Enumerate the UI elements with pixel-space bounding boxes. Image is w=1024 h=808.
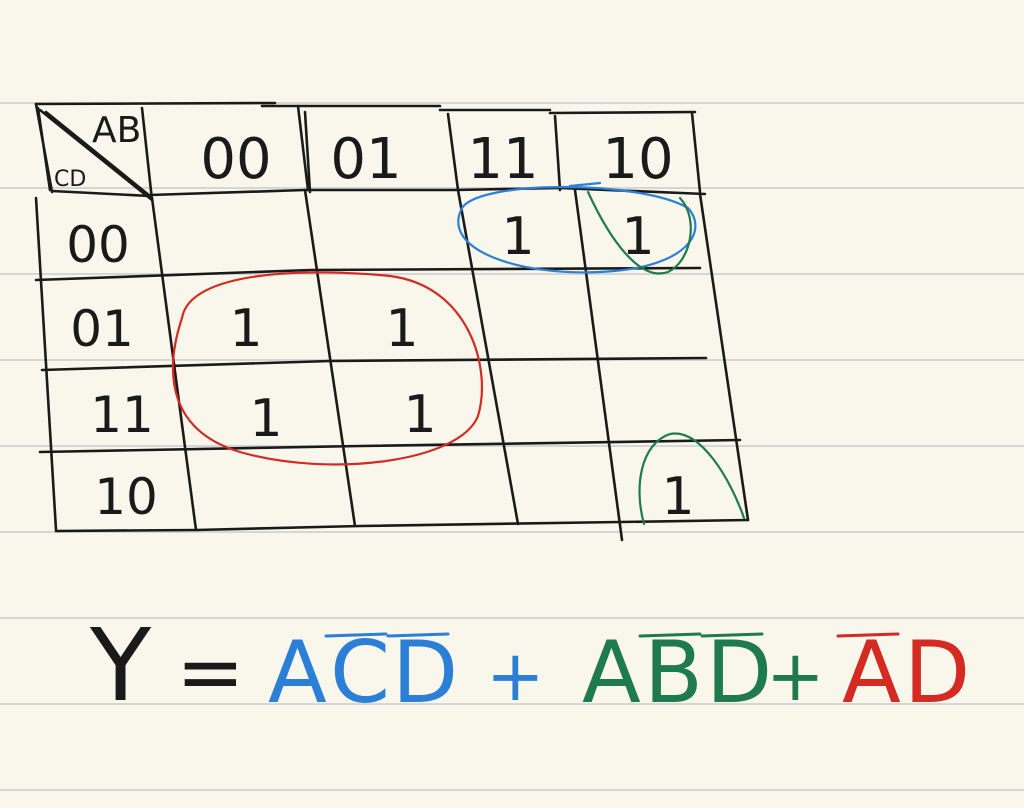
kmap-cell: 1 [501,207,534,267]
grid-top-border [34,101,697,115]
equation-letter: D [904,623,970,723]
complement-overbar [836,632,900,638]
column-headers: 00 01 11 10 [200,127,673,192]
equation-letter: A [842,623,901,723]
row-headers: 00 01 11 10 [66,216,158,526]
corner-bottom-border [50,189,152,198]
complement-overbar [324,632,388,638]
equation-letter: D [392,623,458,723]
corner-side-label: CD [54,167,86,192]
header-column-divider [553,114,562,192]
row-divider [40,356,708,372]
green-group-loop-top [586,190,692,275]
equation-letter: B [644,623,703,723]
row-header: 00 [66,216,130,274]
row-header: 10 [94,468,158,526]
column-header: 10 [602,127,673,192]
complement-overbar [386,632,450,638]
column-divider [303,188,357,528]
grid-left-border [34,196,58,532]
red-group-loop [171,271,484,466]
header-column-divider [446,112,460,192]
kmap-cells: 1 1 1 1 1 1 1 [229,207,694,527]
column-divider [573,188,624,542]
corner-top-label: AB [92,110,141,151]
header-right-border [690,111,702,194]
equation-letter: C [330,623,390,723]
equation-lhs: Y [89,607,152,724]
row-divider [38,438,742,454]
complement-overbar [638,632,702,638]
kmap-cell: 1 [661,467,694,527]
complement-overbar [700,632,764,638]
row-header: 11 [90,386,154,444]
column-header: 01 [330,127,401,192]
green-group-loop-bottom [638,432,746,526]
equation-plus: + [766,635,825,717]
equation-equals: = [176,625,245,720]
kmap-grid [34,101,750,542]
grouping-loops [171,181,746,526]
corner-diagonal [38,108,154,202]
kmap-cell: 1 [403,385,436,445]
grid-right-border [698,192,750,522]
kmap-cell: 1 [621,207,654,267]
row-divider [34,266,702,282]
header-column-divider [296,104,312,194]
corner-left-border [34,102,54,194]
column-header: 00 [200,127,271,192]
equation-letter: D [706,623,772,723]
equation-letter: A [582,623,641,723]
equation-plus: + [486,635,545,717]
grid-bottom-border [54,518,750,533]
column-header: 11 [467,127,538,192]
corner-right-border [140,106,154,202]
kmap-cell: 1 [229,299,262,359]
kmap-cell: 1 [249,389,282,449]
blue-loop-tail [568,181,602,188]
row-header: 01 [70,300,134,358]
kmap-cell: 1 [385,299,418,359]
equation-letter: A [268,623,327,723]
column-divider [456,188,520,526]
